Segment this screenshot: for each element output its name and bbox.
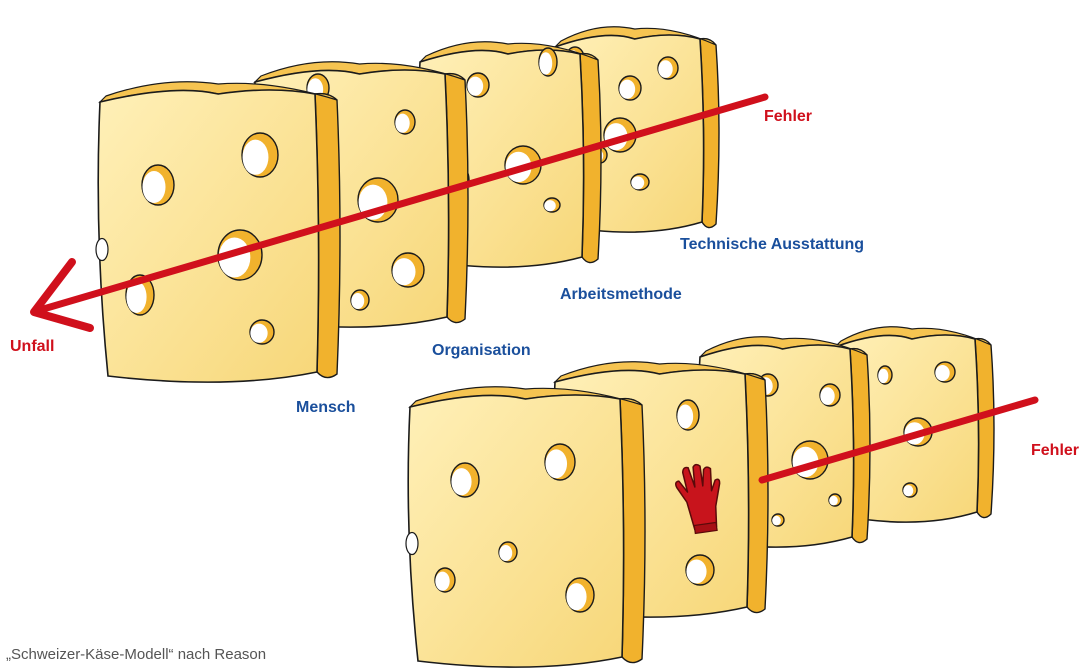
hole-opening [566, 583, 586, 610]
hole-opening [878, 369, 888, 383]
cheese-hole [467, 73, 489, 97]
cheese-hole [903, 483, 917, 497]
layer-label-human: Mensch [296, 399, 356, 417]
hole-opening [544, 200, 556, 211]
hole-opening [935, 365, 949, 381]
cheese-hole [658, 57, 678, 79]
cheese-hole [772, 514, 784, 526]
top-slice-group [34, 27, 765, 382]
cheese-hole [545, 444, 575, 480]
layer-label-method: Arbeitsmethode [560, 286, 682, 304]
cheese-hole [677, 400, 699, 430]
cheese-hole [820, 384, 840, 406]
cheese-slice [406, 387, 645, 667]
hole-opening [435, 572, 449, 591]
cheese-hole [499, 542, 517, 562]
hole-opening [903, 485, 913, 496]
hole-opening [243, 140, 269, 175]
hole-opening [829, 496, 838, 506]
cheese-hole [829, 494, 841, 506]
cheese-hole [392, 253, 424, 287]
hole-opening [392, 258, 415, 285]
slice-face [408, 395, 623, 667]
error-label-top: Fehler [764, 108, 812, 126]
cheese-hole [435, 568, 455, 592]
cheese-hole [142, 165, 174, 205]
hole-opening [686, 560, 706, 584]
hole-opening [820, 387, 834, 405]
cheese-hole [250, 320, 274, 344]
cheese-hole [631, 174, 649, 190]
cheese-hole [935, 362, 955, 382]
hole-opening [142, 171, 165, 203]
hole-opening [250, 324, 267, 343]
cheese-hole [619, 76, 641, 100]
hole-opening [395, 114, 409, 133]
layer-label-equipment: Technische Ausstattung [680, 236, 864, 254]
layer-label-organisation: Organisation [432, 342, 531, 360]
slice-notch [96, 239, 108, 261]
error-label-bottom: Fehler [1031, 442, 1079, 460]
hole-opening [539, 52, 552, 74]
slice-notch [406, 533, 418, 555]
cheese-hole [686, 555, 714, 585]
hole-opening [545, 449, 567, 478]
diagram-caption: „Schweizer-Käse-Modell“ nach Reason [6, 646, 266, 663]
hole-opening [451, 468, 471, 495]
hole-opening [351, 293, 364, 309]
cheese-hole [539, 48, 557, 76]
hole-opening [619, 80, 635, 99]
cheese-hole [544, 198, 560, 212]
cheese-hole [351, 290, 369, 310]
hole-opening [467, 77, 483, 96]
hole-opening [772, 516, 781, 526]
cheese-hole [395, 110, 415, 134]
bottom-slice-group [406, 327, 1035, 667]
accident-label: Unfall [10, 338, 54, 356]
cheese-hole [451, 463, 479, 497]
cheese-hole [242, 133, 278, 177]
hole-opening [631, 176, 644, 189]
hole-opening [677, 405, 693, 429]
cheese-hole [566, 578, 594, 612]
hole-opening [658, 60, 672, 78]
hole-opening [499, 545, 512, 561]
cheese-hole [878, 366, 892, 384]
